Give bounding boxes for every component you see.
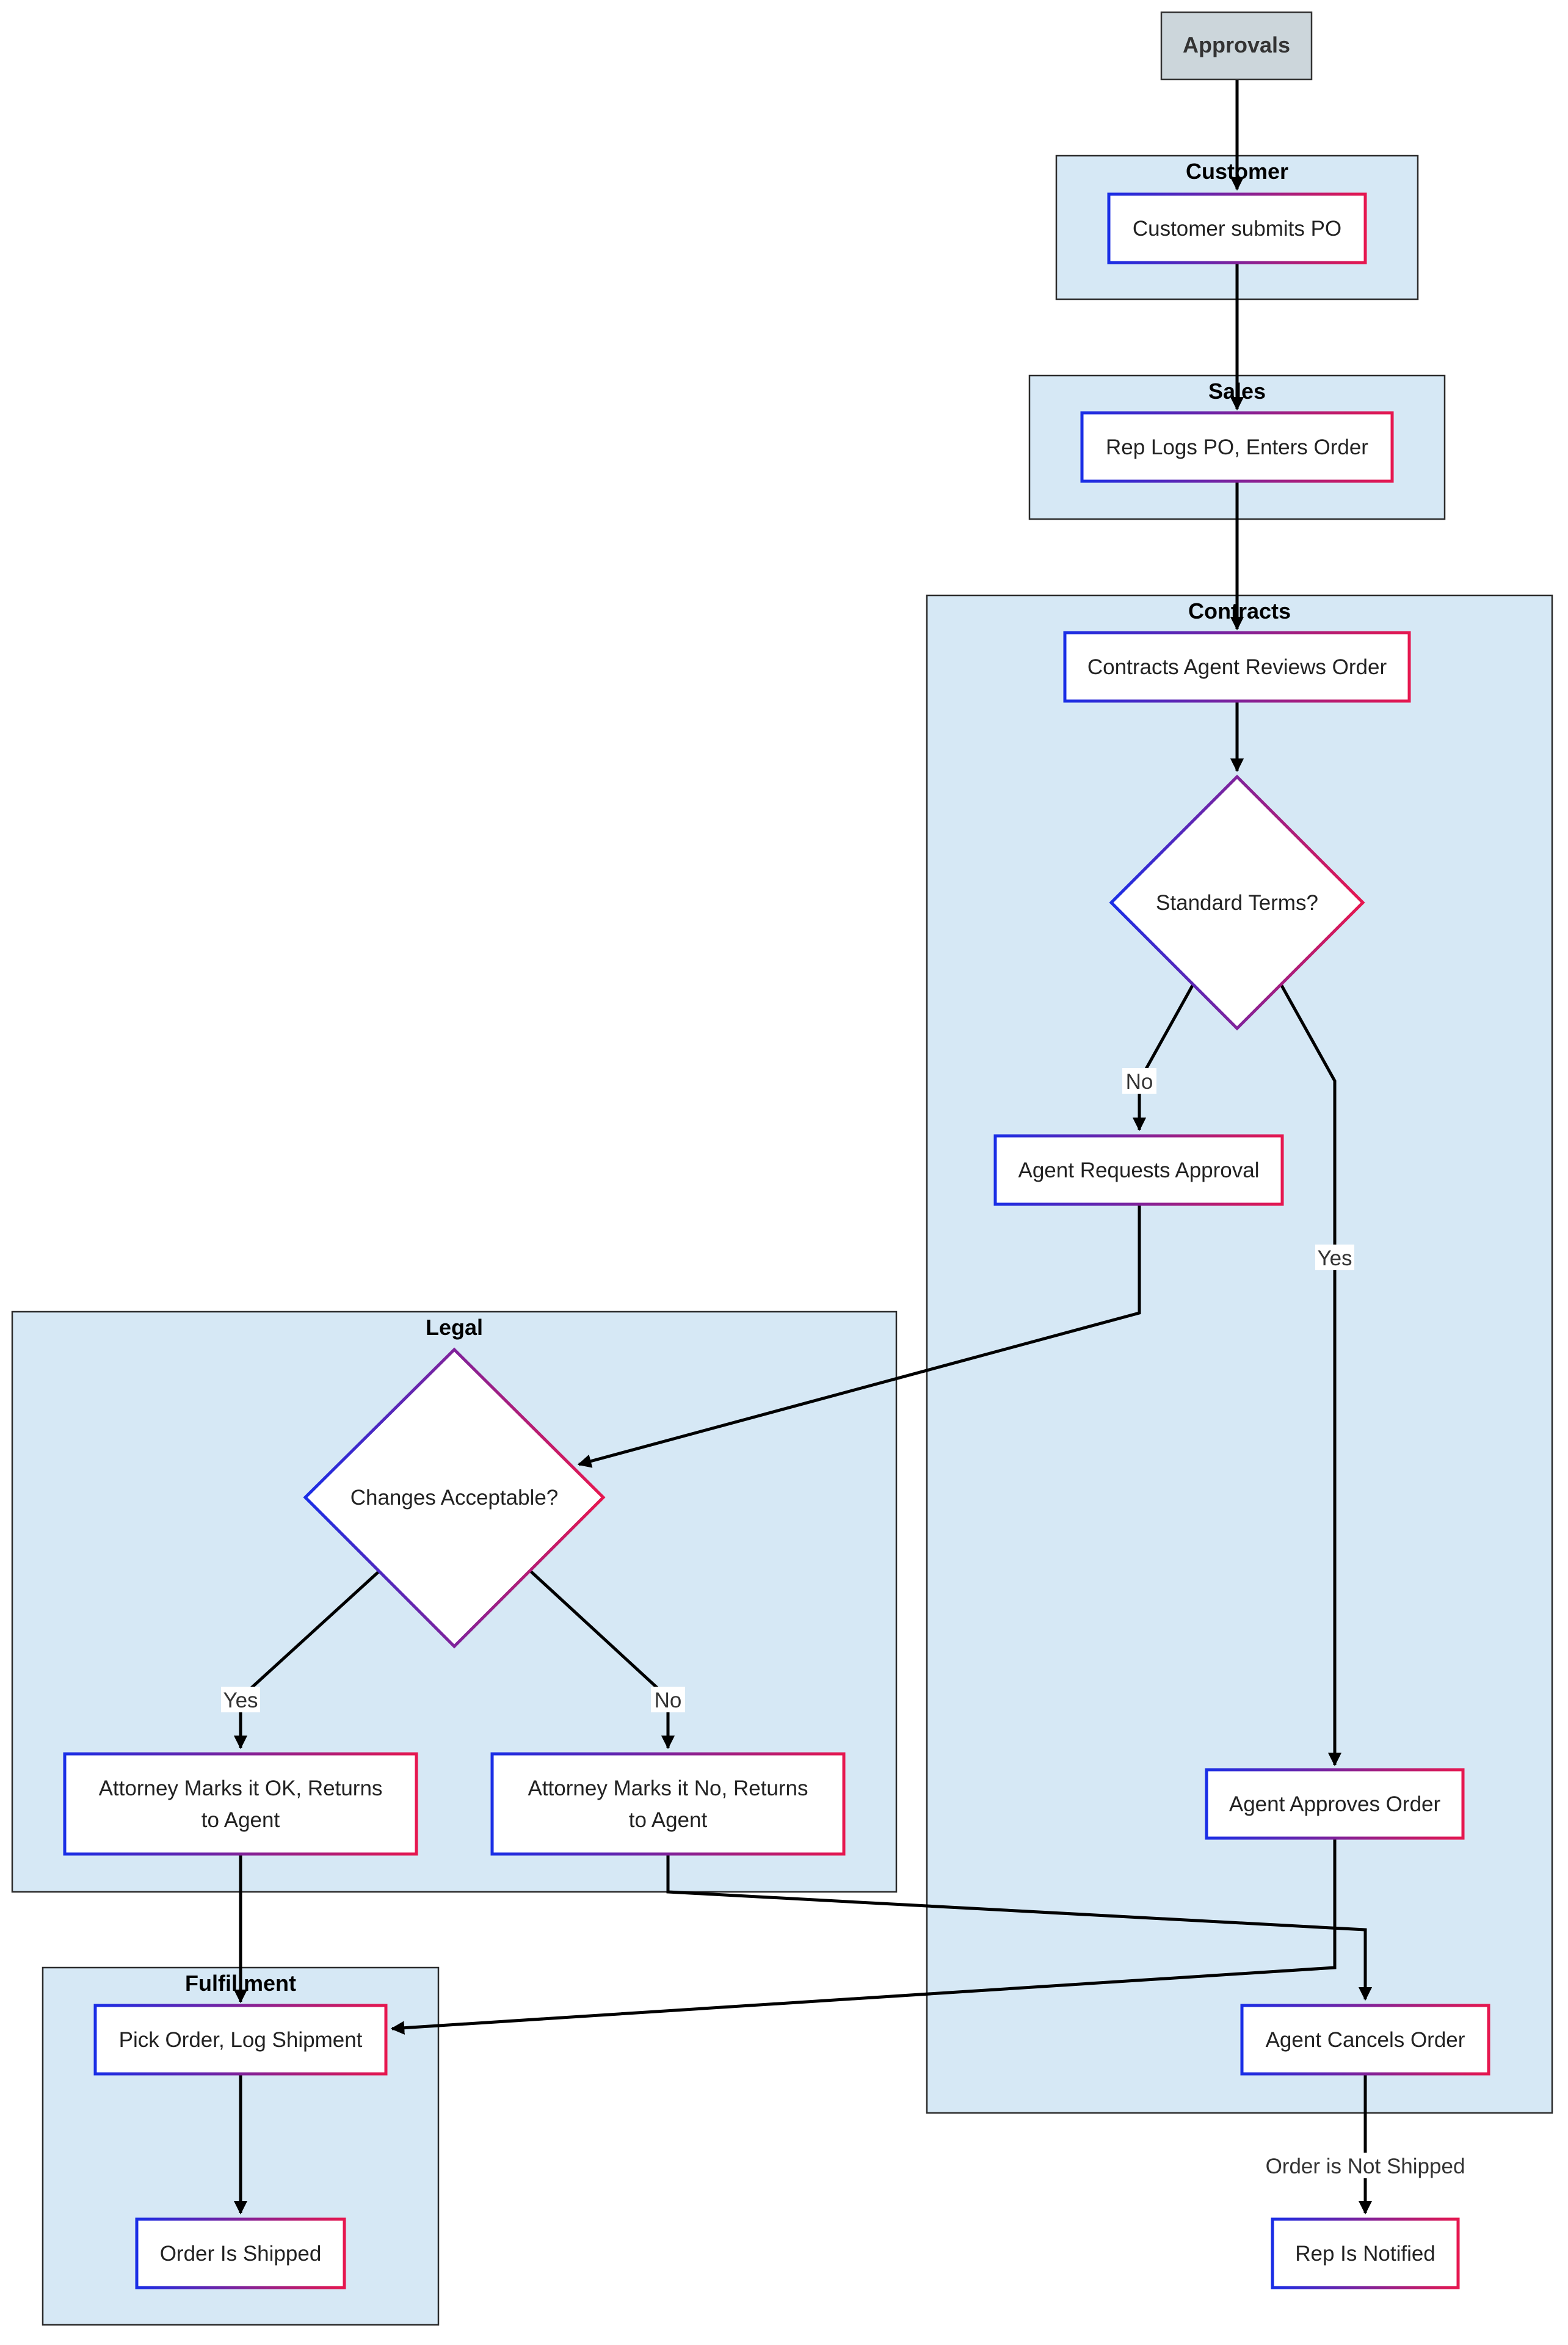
- node-label-line1: Attorney Marks it No, Returns: [528, 1776, 808, 1800]
- edge-no-to-cancel: [666, 1854, 1373, 2001]
- lane-title-legal: Legal: [426, 1315, 483, 1340]
- node-label: Agent Requests Approval: [1018, 1158, 1260, 1182]
- edge-label-not-shipped: Order is Not Shipped: [1264, 2153, 1467, 2178]
- edge-approves-to-pick: [390, 1838, 1337, 2035]
- lane-title-contracts: Contracts: [1188, 598, 1291, 624]
- node-pick-order[interactable]: Pick Order, Log Shipment: [93, 2004, 388, 2076]
- node-rep-notified[interactable]: Rep Is Notified: [1271, 2217, 1460, 2289]
- edge-label-no-terms: No: [1122, 1068, 1156, 1094]
- edges: [233, 79, 1373, 2215]
- node-agent-requests-approval[interactable]: Agent Requests Approval: [993, 1134, 1284, 1206]
- decision-label: Standard Terms?: [1156, 891, 1318, 915]
- decision-standard-terms[interactable]: Standard Terms?: [1109, 774, 1365, 1031]
- node-agent-cancels[interactable]: Agent Cancels Order: [1240, 2004, 1490, 2076]
- node-customer-submits-po[interactable]: Customer submits PO: [1107, 192, 1367, 264]
- node-label-line2: to Agent: [201, 1808, 280, 1832]
- node-contracts-reviews[interactable]: Contracts Agent Reviews Order: [1063, 631, 1411, 703]
- node-label: Agent Approves Order: [1229, 1792, 1441, 1816]
- node-label: Rep Logs PO, Enters Order: [1106, 435, 1368, 459]
- node-agent-approves[interactable]: Agent Approves Order: [1205, 1768, 1465, 1840]
- decision-changes-acceptable[interactable]: Changes Acceptable?: [303, 1347, 606, 1649]
- node-label: Pick Order, Log Shipment: [119, 2028, 363, 2052]
- node-rep-logs-po[interactable]: Rep Logs PO, Enters Order: [1080, 411, 1394, 483]
- edge-label-text: Yes: [1317, 1246, 1352, 1270]
- edge-label-yes-changes: Yes: [221, 1687, 260, 1712]
- edge-label-text: Order is Not Shipped: [1266, 2154, 1465, 2178]
- node-label: Rep Is Notified: [1295, 2242, 1436, 2266]
- edge-label-yes-terms: Yes: [1315, 1245, 1354, 1270]
- edge-label-text: No: [655, 1689, 682, 1712]
- node-attorney-no[interactable]: Attorney Marks it No, Returns to Agent: [490, 1752, 846, 1856]
- start-node-label: Approvals: [1183, 32, 1290, 57]
- node-label-line2: to Agent: [629, 1808, 708, 1832]
- decision-label: Changes Acceptable?: [350, 1486, 559, 1510]
- start-node-approvals[interactable]: Approvals: [1160, 11, 1313, 81]
- node-attorney-ok[interactable]: Attorney Marks it OK, Returns to Agent: [63, 1752, 418, 1856]
- edge-terms-yes: [1279, 983, 1342, 1767]
- node-label: Agent Cancels Order: [1266, 2028, 1465, 2052]
- edge-label-text: Yes: [223, 1689, 258, 1712]
- node-label: Contracts Agent Reviews Order: [1087, 655, 1387, 679]
- node-label: Order Is Shipped: [160, 2242, 322, 2266]
- edge-label-no-changes: No: [651, 1687, 685, 1712]
- node-label: Customer submits PO: [1133, 217, 1341, 241]
- edge-request-to-legal: [577, 1204, 1141, 1468]
- node-label-line1: Attorney Marks it OK, Returns: [99, 1776, 383, 1800]
- edge-label-text: No: [1126, 1070, 1153, 1094]
- node-order-shipped[interactable]: Order Is Shipped: [135, 2217, 346, 2289]
